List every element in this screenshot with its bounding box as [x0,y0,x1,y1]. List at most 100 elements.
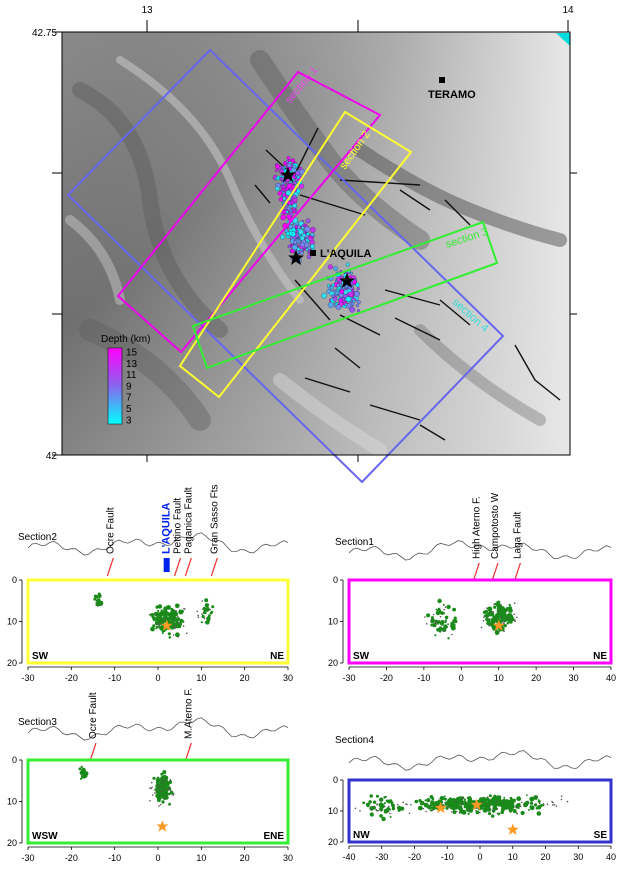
hypocentre [157,613,161,617]
x-tick-label: -10 [417,673,430,683]
hypocentre [432,613,435,616]
hypocentre [513,613,515,616]
hypocentre [496,808,499,810]
hypocentre [169,786,171,789]
section-title: Section1 [335,537,374,548]
hypocentre [159,622,161,624]
hypocentre [469,800,472,803]
seismic-event [283,181,287,185]
section2-box [178,110,413,399]
hypocentre [482,620,485,622]
hypocentre [480,805,484,808]
hypocentre [151,786,153,789]
hypocentre [162,789,168,794]
y-tick-label: 20 [328,837,338,847]
hypocentre [546,803,549,805]
hypocentre [205,620,210,625]
depth-legend-tick: 3 [126,415,132,426]
hypocentre [520,801,523,804]
hypocentre [172,794,174,796]
section-end-right: ENE [263,831,284,842]
hypocentre [481,801,484,803]
hypocentre [161,632,164,634]
hypocentre [210,610,214,614]
hypocentre [151,794,154,796]
hypocentre [157,784,159,786]
x-tick-label: 0 [155,853,160,863]
seismic-event [305,218,311,224]
hypocentre [165,778,167,781]
depth-legend-tick: 11 [126,370,137,381]
x-tick-label: 0 [459,673,464,683]
hypocentre [512,808,517,814]
hypocentre [78,767,82,771]
depth-legend-tick: 5 [126,404,132,415]
laquila-marker [163,558,170,572]
hypocentre [508,616,513,621]
hypocentre [504,799,510,805]
hypocentre [152,624,156,628]
hypocentre [503,613,507,618]
hypocentre [157,779,160,781]
hypocentre [390,801,394,805]
fault-label: L'AQUILA [161,502,173,554]
seismic-event [290,158,295,163]
fault-label: Laga Fault [512,512,523,559]
hypocentre [509,799,514,804]
x-tick-label: 20 [540,852,550,862]
seismic-event [280,234,286,240]
hypocentre [442,797,445,800]
hypocentre [447,637,450,640]
x-tick-label: -30 [342,673,355,683]
hypocentre [491,814,495,818]
hypocentre [509,796,513,800]
hypocentre [493,605,497,609]
hypocentre [161,800,165,804]
x-tick-label: 30 [283,673,293,683]
x-tick-label: -10 [441,852,454,862]
hypocentre [166,783,170,786]
star-icon [492,619,505,631]
hypocentre [503,622,506,624]
depth-legend-tick: 13 [126,359,138,370]
hypocentre [406,803,408,806]
hypocentre [369,812,374,817]
hypocentre [507,617,509,619]
hypocentre [493,603,495,606]
hypocentre [440,620,445,624]
hypocentre [174,624,177,627]
hypocentre [173,626,176,629]
hypocentre [509,620,513,624]
seismic-event [352,279,357,285]
hypocentre [528,808,530,811]
hypocentre [483,614,487,618]
hypocentre [492,808,495,811]
section3-box [191,220,499,370]
seismic-event [292,207,296,212]
hypocentre [502,607,505,611]
hypocentre [155,627,158,630]
seismic-event [280,214,287,221]
seismic-event [344,302,348,306]
map-terrain-lowland [62,32,570,455]
hypocentre [211,605,215,609]
hypocentre [176,624,181,629]
x-tick-label: -30 [21,673,34,683]
x-tick-label: -20 [408,852,421,862]
section-end-left: WSW [32,831,58,842]
seismic-event [329,285,335,290]
hypocentre [182,620,185,623]
hypocentre [173,618,177,622]
hypocentre [464,801,467,804]
hypocentre [170,789,172,792]
hypocentre [462,810,466,815]
x-tick-label: -10 [108,673,121,683]
hypocentre [162,779,164,781]
hypocentre [81,768,86,774]
hypocentre [161,786,164,788]
y-tick-label: 0 [333,575,338,585]
hypocentre [498,799,502,803]
hypocentre [446,604,451,610]
hypocentre [177,622,180,624]
